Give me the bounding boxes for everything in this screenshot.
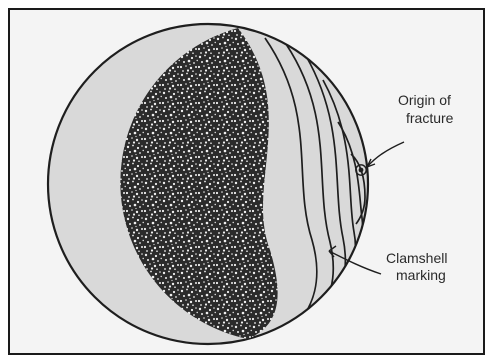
clamshell-label-line-1: Clamshell [386,250,447,266]
clamshell-label-line-2: marking [396,267,446,283]
origin-label-line-2: fracture [406,110,454,126]
origin-label-line-1: Origin of [398,92,451,108]
origin-arrow [367,142,404,167]
